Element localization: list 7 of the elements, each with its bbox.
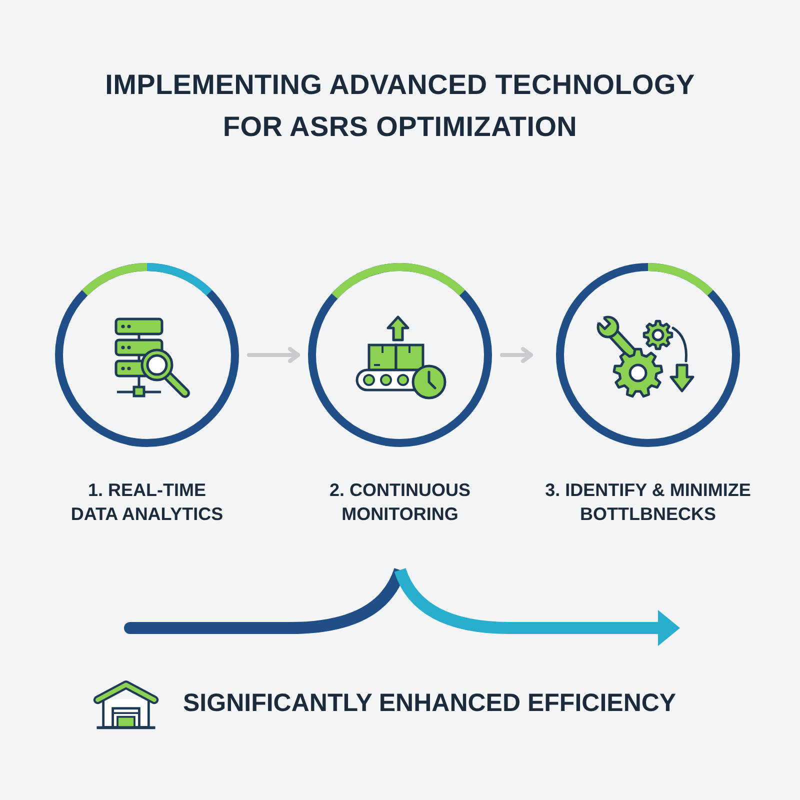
arrow bbox=[247, 347, 300, 363]
step-label: 1. REAL-TIME DATA ANALYTICS bbox=[70, 479, 224, 526]
arrow bbox=[500, 347, 533, 363]
title: IMPLEMENTING ADVANCED TECHNOLOGY FOR ASRS OPTIMIZATION bbox=[104, 68, 696, 144]
step-label: 2. CONTINUOUS MONITORING bbox=[328, 479, 472, 526]
step-label: 3. IDENTIFY & MINIMIZE BOTTLBNECKS bbox=[544, 479, 752, 526]
outcome-text: SIGNIFICANTLY ENHANCED EFFICIENCY bbox=[183, 688, 676, 718]
